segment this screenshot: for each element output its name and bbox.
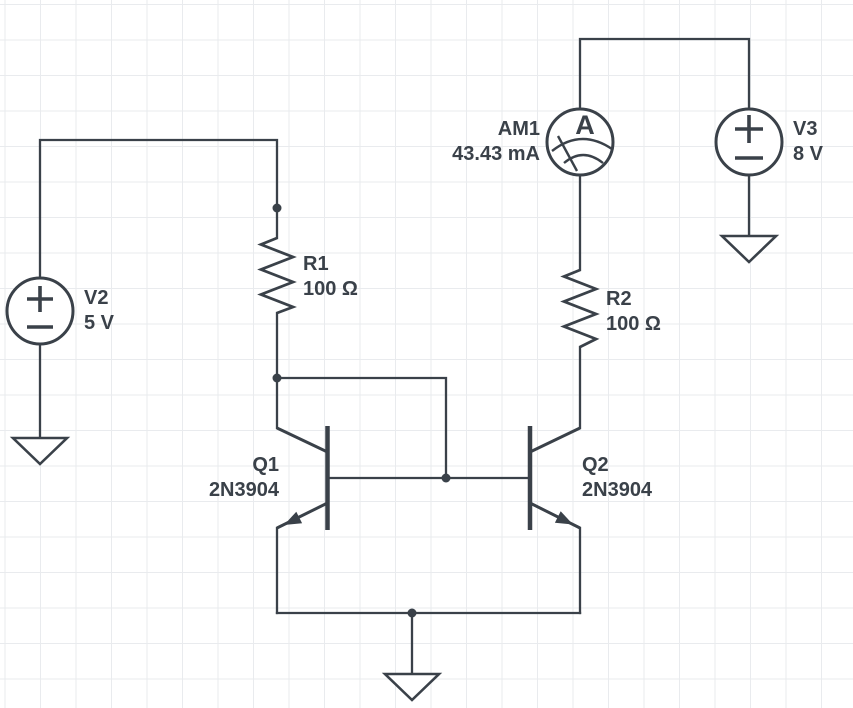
q1-designator: Q1 [252,454,279,476]
am1-designator: AM1 [497,118,540,140]
ammeter-letter: A [575,110,595,140]
q1-emitter-arrow-icon [284,511,303,525]
r1-value: 100 Ω [303,278,358,300]
q2-designator: Q2 [582,454,609,476]
r1-designator: R1 [303,253,329,275]
wire-am1-to-v3[interactable] [578,37,751,111]
node-dot [441,473,451,483]
q1-value: 2N3904 [208,479,279,501]
plus-icon [27,286,53,312]
q1-label[interactable]: Q1 2N3904 [209,453,279,503]
r1-resistor-symbol[interactable] [257,236,297,315]
wire-v2-to-r1[interactable] [38,138,279,280]
node-dot [272,203,282,213]
am1-ammeter-symbol[interactable]: A [545,107,615,177]
wire-collector-base-tie[interactable] [275,376,448,480]
am1-label[interactable]: AM1 43.43 mA [452,117,540,167]
node-dots [272,203,451,618]
v2-value: 5 V [84,312,115,334]
r2-designator: R2 [606,288,632,310]
v3-voltage-source-symbol[interactable] [714,107,784,177]
node-dot [272,373,282,383]
r2-value: 100 Ω [606,313,661,335]
v3-designator: V3 [793,118,818,140]
q2-emitter-arrow-icon [554,511,573,525]
q2-label[interactable]: Q2 2N3904 [582,453,652,503]
node-dot [407,608,417,618]
q2-value: 2N3904 [582,479,653,501]
v2-ground-icon[interactable] [9,436,71,466]
meter-dial-icon [551,135,613,172]
v2-voltage-source-symbol[interactable] [5,276,75,346]
r2-label[interactable]: R2 100 Ω [606,287,661,337]
r1-label[interactable]: R1 100 Ω [303,252,358,302]
v3-label[interactable]: V3 8 V [793,117,823,167]
q1-transistor-symbol[interactable] [276,426,330,530]
am1-value: 43.43 mA [452,143,540,165]
v3-value: 8 V [793,143,824,165]
v2-designator: V2 [84,287,109,309]
plus-icon [735,115,763,143]
r2-resistor-symbol[interactable] [560,268,600,349]
v2-label[interactable]: V2 5 V [84,286,114,336]
q2-transistor-symbol[interactable] [527,426,581,530]
emitter-ground-icon[interactable] [381,672,443,702]
v3-ground-icon[interactable] [718,234,780,264]
